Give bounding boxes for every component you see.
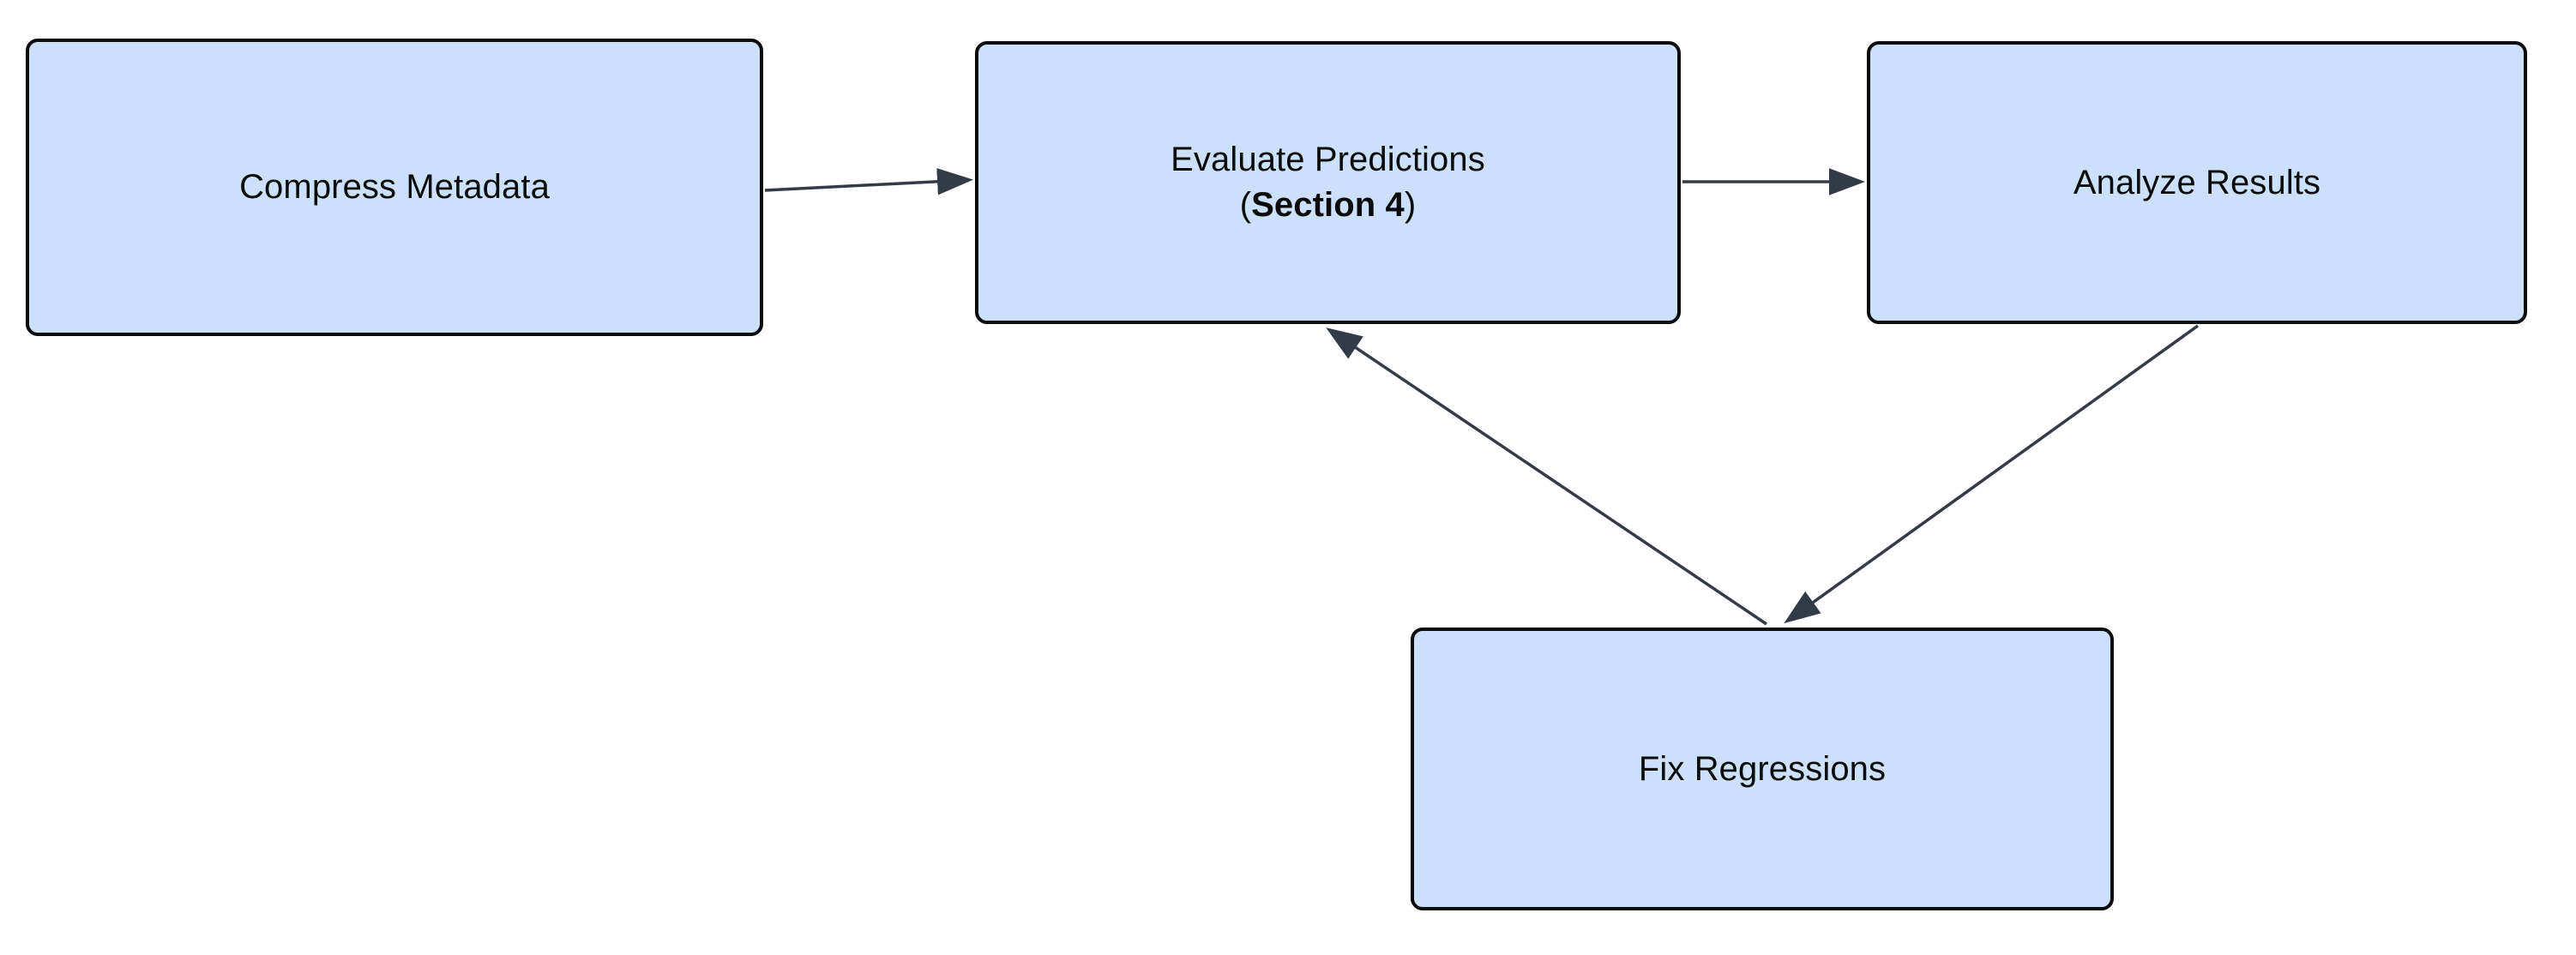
node-compress-metadata[interactable]: Compress Metadata (26, 39, 763, 336)
edge-compress-to-evaluate (764, 168, 973, 195)
node-fix-regressions[interactable]: Fix Regressions (1411, 628, 2114, 910)
section-reference: Section 4 (1251, 186, 1405, 224)
node-compress-metadata-label: Compress Metadata (239, 168, 550, 207)
edge-fix-to-evaluate (1326, 327, 1767, 626)
node-analyze-results-label: Analyze Results (2073, 163, 2321, 201)
node-evaluate-predictions[interactable]: Evaluate Predictions (Section 4) (975, 41, 1681, 324)
node-analyze-results[interactable]: Analyze Results (1867, 41, 2527, 324)
node-evaluate-predictions-label: Evaluate Predictions (Section 4) (1171, 137, 1485, 228)
node-fix-regressions-label: Fix Regressions (1638, 749, 1887, 788)
edge-analyze-to-fix (1784, 324, 2200, 624)
node-evaluate-predictions-sublabel: (Section 4) (1239, 186, 1417, 224)
